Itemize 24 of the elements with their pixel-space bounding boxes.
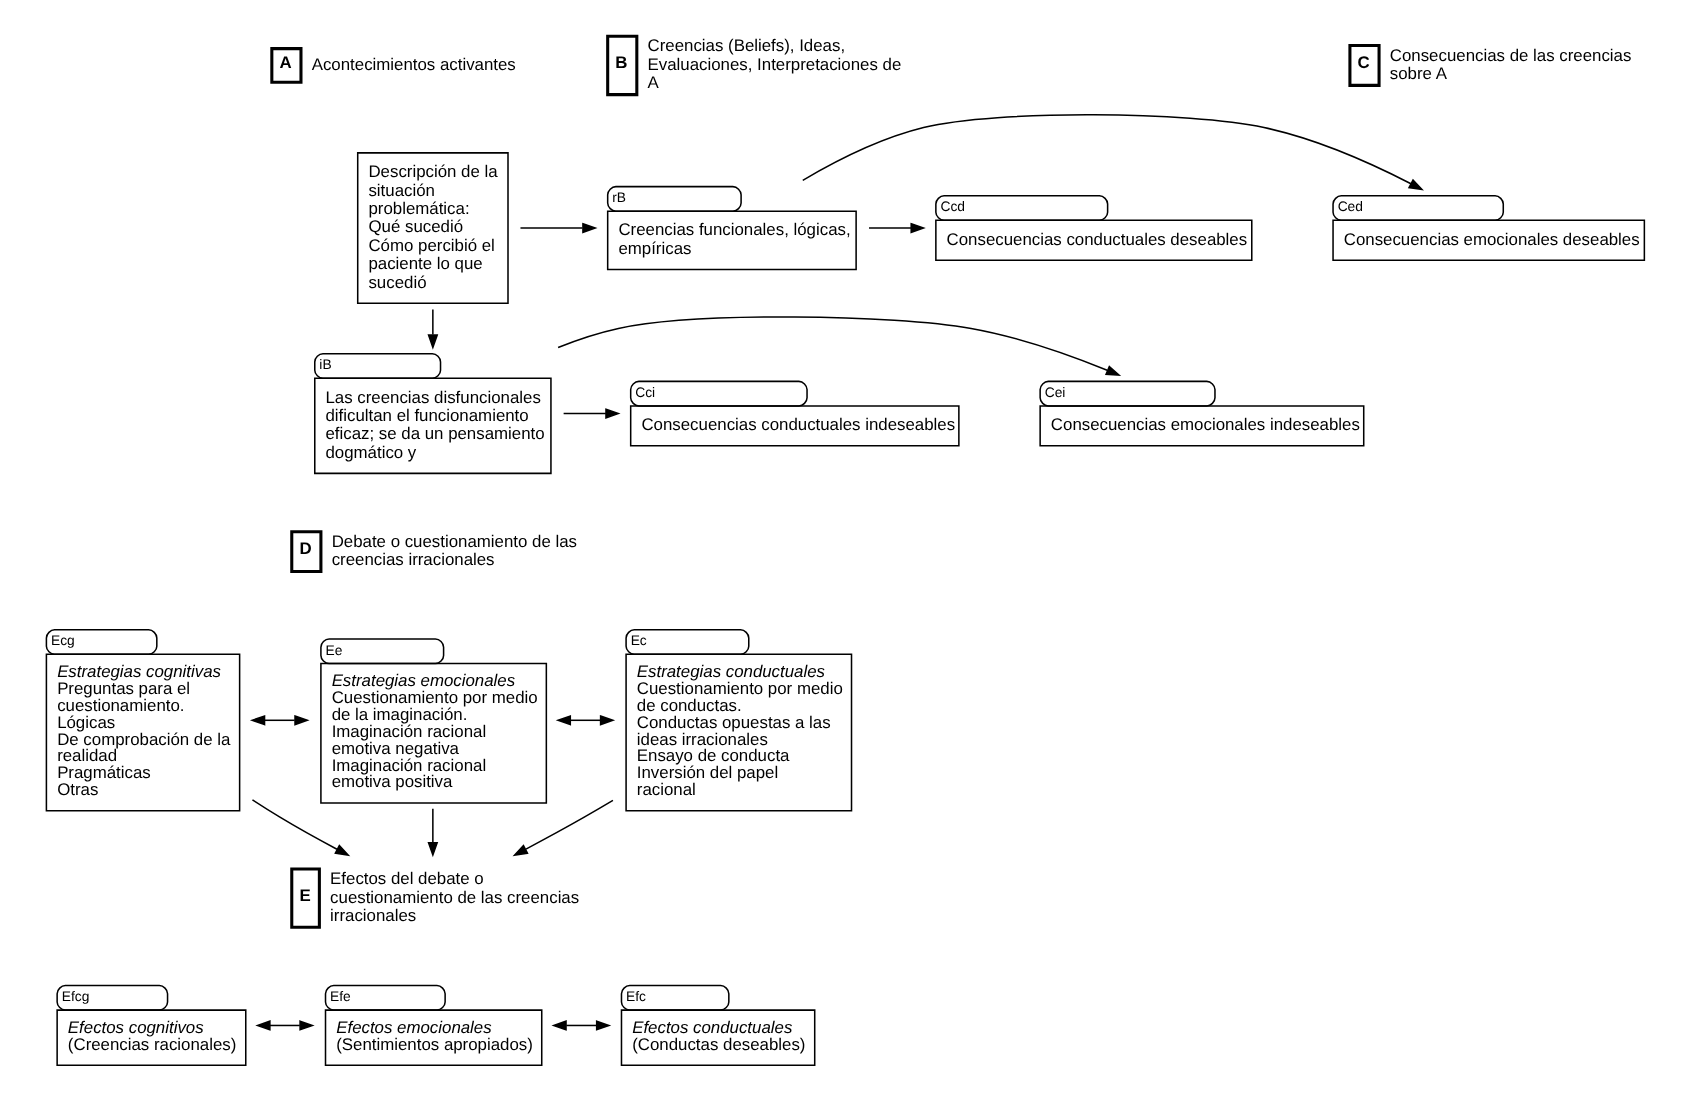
node-box: B	[606, 34, 639, 97]
arrow	[868, 222, 926, 234]
node-label: Debate o cuestionamiento de las creencias irracionales	[331, 530, 577, 570]
arrow	[512, 799, 614, 857]
node-label: Efectos del debate o cuestionamiento de las creencias irracionales	[330, 868, 580, 925]
node-box: Descripción de la situación problemática: Qué sucedió Cómo percibió el paciente lo que sucedió	[356, 152, 509, 304]
node-label: Creencias (Beliefs), Ideas, Evaluaciones, Interpretaciones de A	[647, 35, 902, 93]
node-label: Consecuencias de las creencias sobre A	[1389, 44, 1632, 83]
node-box: D	[290, 530, 323, 574]
arrow	[555, 714, 616, 726]
node-box: C	[1348, 44, 1381, 87]
arrow	[802, 114, 1424, 191]
node-box: A	[270, 47, 303, 84]
arrow	[251, 799, 351, 857]
arrow	[562, 408, 621, 419]
arrow	[427, 807, 439, 858]
arrow	[519, 222, 598, 234]
arrow	[551, 1020, 612, 1031]
arrow	[249, 714, 310, 726]
arrow	[255, 1020, 315, 1031]
arrow	[557, 316, 1122, 376]
node-label: Acontecimientos activantes	[311, 53, 516, 74]
arrow	[427, 308, 439, 350]
node-box: E	[290, 867, 321, 929]
